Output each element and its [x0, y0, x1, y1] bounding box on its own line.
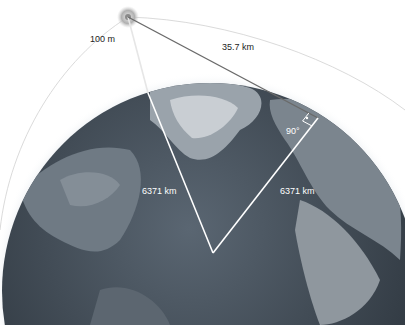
radius-line [213, 118, 318, 253]
landmasses [20, 82, 401, 325]
atmosphere [0, 73, 405, 325]
height-label: 100 m [90, 34, 115, 45]
angle-label: 90° [286, 126, 300, 137]
radius-line [148, 93, 213, 253]
distance-label: 35.7 km [222, 42, 254, 53]
right-angle-mark [303, 113, 312, 126]
right-angle-dot [306, 117, 308, 119]
globe [2, 83, 405, 325]
height-line [128, 17, 148, 93]
radius-label: 6371 km [280, 186, 315, 197]
horizon-curve [128, 17, 405, 110]
horizon-curve [0, 17, 128, 230]
sight-line [128, 17, 318, 118]
radius-label: 6371 km [142, 186, 177, 197]
